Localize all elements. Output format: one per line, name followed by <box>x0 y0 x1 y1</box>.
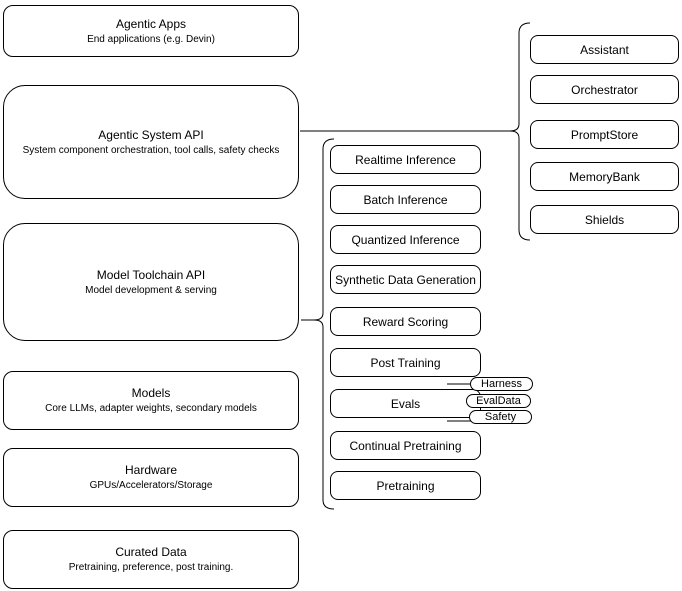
node-subtitle: Model development & serving <box>85 284 217 296</box>
node-agentic-system-api: Agentic System API System component orch… <box>3 85 299 199</box>
node-continual-pretraining: Continual Pretraining <box>330 431 481 460</box>
node-agentic-apps: Agentic Apps End applications (e.g. Devi… <box>3 5 299 57</box>
node-title: Agentic System API <box>98 127 204 142</box>
node-label: Orchestrator <box>571 82 638 97</box>
tag-label: Harness <box>481 378 522 390</box>
node-title: Agentic Apps <box>115 16 187 31</box>
node-evals: Evals <box>330 389 481 418</box>
node-model-toolchain-api: Model Toolchain API Model development & … <box>3 223 299 341</box>
node-shields: Shields <box>530 205 679 234</box>
node-models: Models Core LLMs, adapter weights, secon… <box>3 371 299 430</box>
node-promptstore: PromptStore <box>530 120 679 149</box>
node-label: Synthetic Data Generation <box>335 272 476 287</box>
node-post-training: Post Training <box>330 348 481 377</box>
tag-label: Safety <box>484 411 517 423</box>
node-subtitle: Core LLMs, adapter weights, secondary mo… <box>45 403 257 414</box>
node-title: Models <box>131 386 171 400</box>
node-subtitle: System component orchestration, tool cal… <box>22 144 280 156</box>
node-pretraining: Pretraining <box>330 471 481 500</box>
node-label: Evals <box>390 396 421 411</box>
node-label: Quantized Inference <box>351 232 460 247</box>
node-hardware: Hardware GPUs/Accelerators/Storage <box>3 448 299 507</box>
node-quantized-inference: Quantized Inference <box>330 225 481 254</box>
node-label: Batch Inference <box>363 192 448 207</box>
node-label: Post Training <box>370 355 441 370</box>
node-label: MemoryBank <box>569 169 640 184</box>
node-label: Realtime Inference <box>355 152 456 167</box>
node-label: PromptStore <box>570 127 639 142</box>
node-subtitle: End applications (e.g. Devin) <box>87 33 215 45</box>
tag-evaldata: EvalData <box>466 394 531 408</box>
node-subtitle: GPUs/Accelerators/Storage <box>89 480 213 491</box>
node-synthetic-data-generation: Synthetic Data Generation <box>330 265 481 294</box>
node-label: Shields <box>584 212 625 227</box>
node-title: Model Toolchain API <box>96 267 206 282</box>
node-memorybank: MemoryBank <box>530 162 679 191</box>
node-title: Hardware <box>124 463 178 477</box>
node-label: Reward Scoring <box>362 314 449 329</box>
node-batch-inference: Batch Inference <box>330 185 481 214</box>
node-reward-scoring: Reward Scoring <box>330 307 481 336</box>
node-realtime-inference: Realtime Inference <box>330 145 481 174</box>
node-subtitle: Pretraining, preference, post training. <box>68 562 234 573</box>
node-label: Continual Pretraining <box>349 438 462 453</box>
toolchain-group-bracket <box>313 138 335 510</box>
tag-label: EvalData <box>476 395 521 407</box>
system-group-bracket <box>509 22 531 241</box>
node-label: Pretraining <box>376 478 435 493</box>
node-label: Assistant <box>580 42 629 57</box>
node-curated-data: Curated Data Pretraining, preference, po… <box>3 530 299 589</box>
node-title: Curated Data <box>115 545 187 559</box>
node-orchestrator: Orchestrator <box>530 75 679 104</box>
tag-harness: Harness <box>470 377 533 391</box>
tag-safety: Safety <box>469 410 532 424</box>
node-assistant: Assistant <box>530 35 679 64</box>
